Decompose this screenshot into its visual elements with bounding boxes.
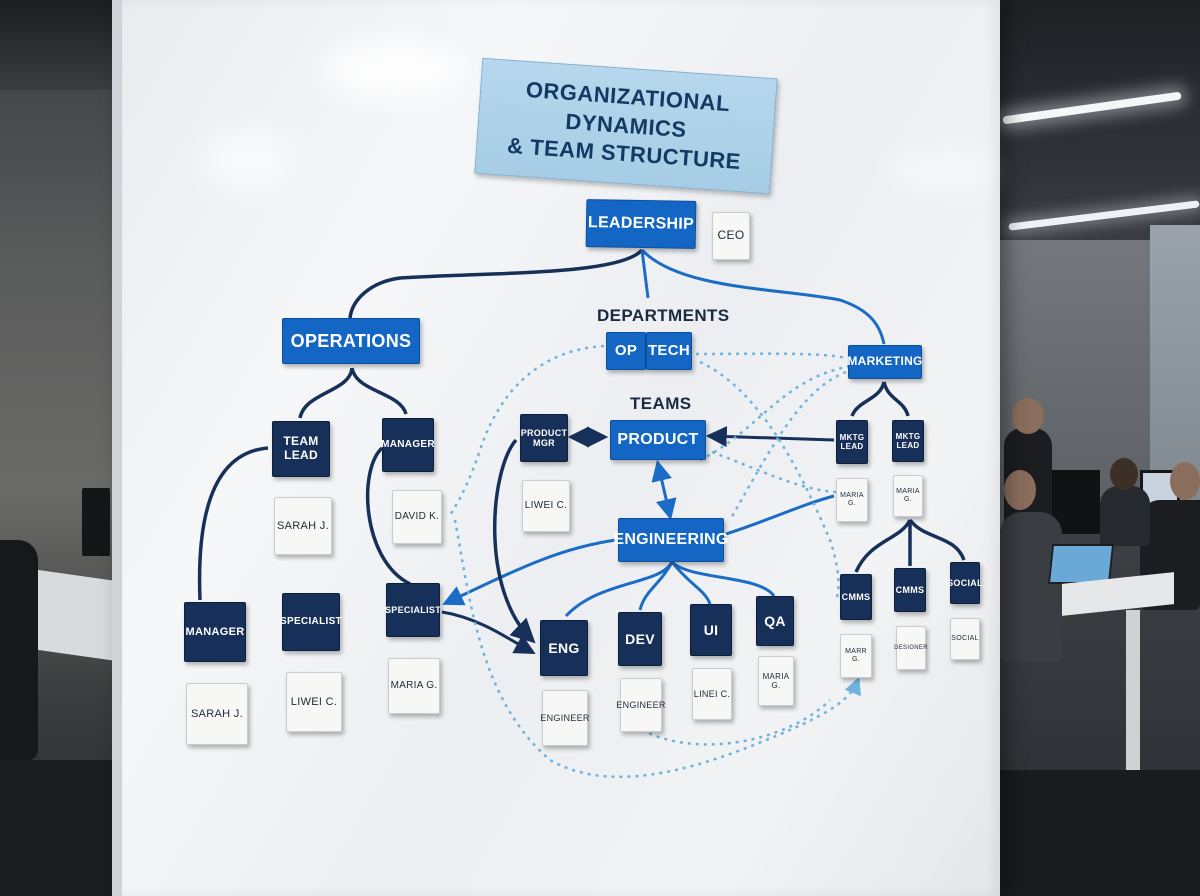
eng-magnet: ENG (540, 620, 588, 676)
name-card: ENGINEER (542, 690, 588, 746)
manager-magnet: MANAGER (382, 418, 434, 472)
dev-magnet: DEV (618, 612, 662, 666)
name-card: MARR G. (840, 634, 872, 678)
connector-line (910, 520, 964, 560)
connector-line (642, 250, 884, 344)
name-card: MARIA G. (758, 656, 794, 706)
qa-magnet: QA (756, 596, 794, 646)
mktg-lead-magnet: MKTG LEAD (892, 420, 924, 462)
specialist-magnet: SPECIALIST (282, 593, 340, 651)
connector-line (442, 612, 532, 652)
op-magnet: OP (606, 332, 646, 370)
connector-line (658, 464, 670, 516)
name-card: DAVID K. (392, 490, 442, 544)
product-mgr-magnet: PRODUCT MGR (520, 414, 568, 462)
product-magnet: PRODUCT (610, 420, 706, 460)
ui-magnet: UI (690, 604, 732, 656)
name-card: MARIA G. (893, 475, 923, 517)
connector-line (672, 562, 710, 604)
name-card: SOCIAL (950, 618, 980, 660)
comms-magnet: CMMS (894, 568, 926, 612)
name-card: MARIA G. (836, 478, 868, 522)
connector-line (566, 562, 672, 616)
connector-line (642, 250, 648, 298)
connector-line (200, 448, 268, 600)
dotted-link (700, 366, 850, 460)
connector-line (710, 436, 834, 440)
departments-label: DEPARTMENTS (597, 306, 730, 326)
operations-magnet: OPERATIONS (282, 318, 420, 364)
name-card: SARAH J. (186, 683, 248, 745)
dotted-link (700, 362, 838, 600)
ceo-card: CEO (712, 212, 750, 260)
connector-line (446, 540, 616, 603)
name-card: SARAH J. (274, 497, 332, 555)
dotted-link (696, 354, 846, 358)
social-magnet: SOCIAL (950, 562, 980, 604)
leadership-magnet: LEADERSHIP (586, 199, 697, 249)
engineering-magnet: ENGINEERING (618, 518, 724, 562)
team-lead-magnet: TEAM LEAD (272, 421, 330, 477)
name-card: ENGINEER (620, 678, 662, 732)
connector-line (852, 382, 884, 416)
marketing-magnet: MARKETING (848, 345, 922, 379)
specialist-magnet: SPECIALIST (386, 583, 440, 637)
connector-line (640, 562, 672, 610)
dotted-link (712, 452, 836, 492)
mktg-lead-magnet: MKTG LEAD (836, 420, 868, 464)
name-card: LINEI C. (692, 668, 732, 720)
connector-line (495, 440, 532, 640)
name-card: LIWEI C. (286, 672, 342, 732)
name-card: LIWEI C. (522, 480, 570, 532)
connector-line (352, 368, 406, 414)
connector-line (884, 382, 908, 416)
title-card: ORGANIZATIONAL DYNAMICS & TEAM STRUCTURE (474, 58, 777, 194)
teams-label: TEAMS (630, 394, 692, 414)
manager-magnet: MANAGER (184, 602, 246, 662)
dotted-link (642, 700, 830, 744)
connector-line (300, 368, 352, 418)
name-card: DESIGNER (896, 626, 926, 670)
tech-magnet: TECH (646, 332, 692, 370)
comms-magnet: CMMS (840, 574, 872, 620)
connector-line (726, 496, 834, 534)
connector-line (856, 520, 910, 572)
name-card: MARIA G. (388, 658, 440, 714)
